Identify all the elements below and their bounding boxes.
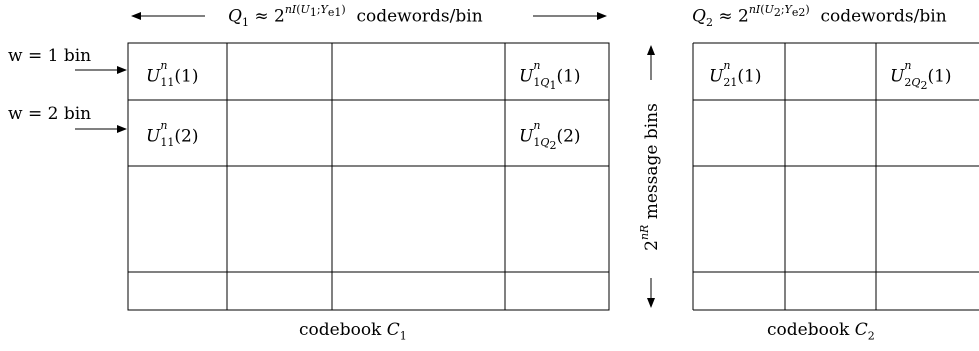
w1-bin-label: w = 1 bin [8,46,92,66]
q2-suffix: codewords/bin [820,6,947,27]
codebook-2-caption: codebook C2 [767,320,875,343]
q1-approx: ≈ 2 [254,6,285,27]
w2-bin-label: w = 2 bin [8,104,92,124]
cell-u2q2-1: Un2Q2(1) [890,59,952,93]
q1-suffix: codewords/bin [356,6,483,27]
q1-header-label: Q1 ≈ 2nI(U1;Ye1) codewords/bin [228,3,483,30]
codebook-2-grid [692,42,979,311]
message-bins-label: 2nR message bins [638,103,662,251]
codebook-1-grid [127,42,610,311]
codebook-1-caption: codebook C1 [299,320,407,343]
q2-approx: ≈ 2 [718,6,749,27]
cell-u21-1: Un21(1) [709,59,762,90]
q2-header-label: Q2 ≈ 2nI(U2;Ye2) codewords/bin [692,3,947,30]
cell-u1q1-1: Un1Q1(1) [519,59,581,93]
cell-u11-1: Un11(1) [146,59,199,90]
codebook-1-border [127,42,610,311]
cell-u11-2: Un11(2) [146,119,199,150]
message-bins-text: message bins [641,103,662,220]
cell-u1q2-2: Un1Q2(2) [519,119,581,153]
